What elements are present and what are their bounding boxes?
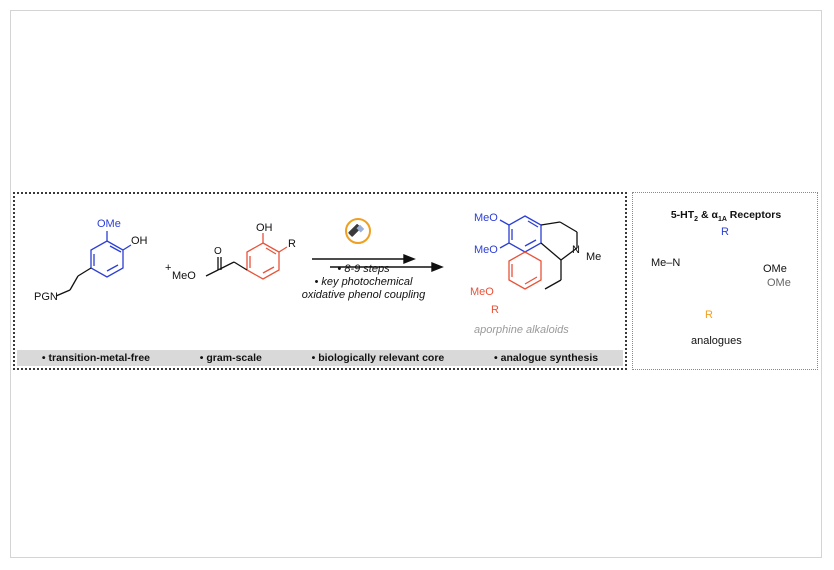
reactant1-ome-label: OMe — [97, 218, 121, 230]
reactant1-pgn-label: PGN — [34, 291, 58, 303]
features-bar: • transition-metal-free • gram-scale • b… — [17, 350, 623, 366]
reactant1-structure — [55, 231, 132, 297]
reactant2-carbonyl-label: O — [214, 246, 222, 257]
key-step-line1: • key photochemical — [314, 276, 413, 288]
feature-3: • biologically relevant core — [311, 352, 445, 364]
key-step-line2: oxidative phenol coupling — [301, 289, 426, 301]
feature-1: • transition-metal-free — [41, 352, 151, 364]
flashlight-icon — [345, 218, 371, 244]
plus-sign: + — [165, 262, 172, 274]
product-meo-red: MeO — [470, 286, 494, 298]
side-ome-1: OMe — [763, 263, 787, 275]
product-meo-top: MeO — [474, 212, 498, 224]
side-me-n: Me–N — [651, 257, 681, 269]
reactant2-meo-label: MeO — [172, 270, 196, 282]
product-r-label: R — [491, 304, 499, 316]
product-meo-mid: MeO — [474, 244, 498, 256]
step-count: • 8-9 steps — [337, 263, 390, 275]
reactant1-oh-label: OH — [131, 235, 148, 247]
feature-2: • gram-scale — [199, 352, 262, 364]
product-structure — [499, 215, 578, 290]
product-caption: aporphine alkaloids — [474, 324, 569, 336]
reactant2-oh-label: OH — [256, 222, 273, 234]
side-r-bottom: R — [705, 309, 713, 321]
side-ome-2: OMe — [767, 277, 791, 289]
reaction-arrows — [312, 253, 444, 273]
product-me-label: Me — [586, 251, 602, 263]
analogues-caption: analogues — [691, 335, 742, 347]
reactant2-structure — [205, 233, 288, 280]
reactant2-r-label: R — [288, 238, 296, 250]
receptors-title: 5-HT2 & α1A Receptors — [670, 209, 782, 224]
side-r-top: R — [721, 226, 729, 238]
reaction-conditions: • 8-9 steps • key photochemical oxidativ… — [286, 263, 441, 302]
product-n-label: N — [572, 244, 580, 256]
feature-4: • analogue synthesis — [494, 352, 599, 364]
main-scheme-panel: • transition-metal-free • gram-scale • b… — [13, 192, 627, 370]
receptors-panel: 5-HT2 & α1A Receptors R Me–N OMe OMe R a… — [632, 192, 818, 370]
